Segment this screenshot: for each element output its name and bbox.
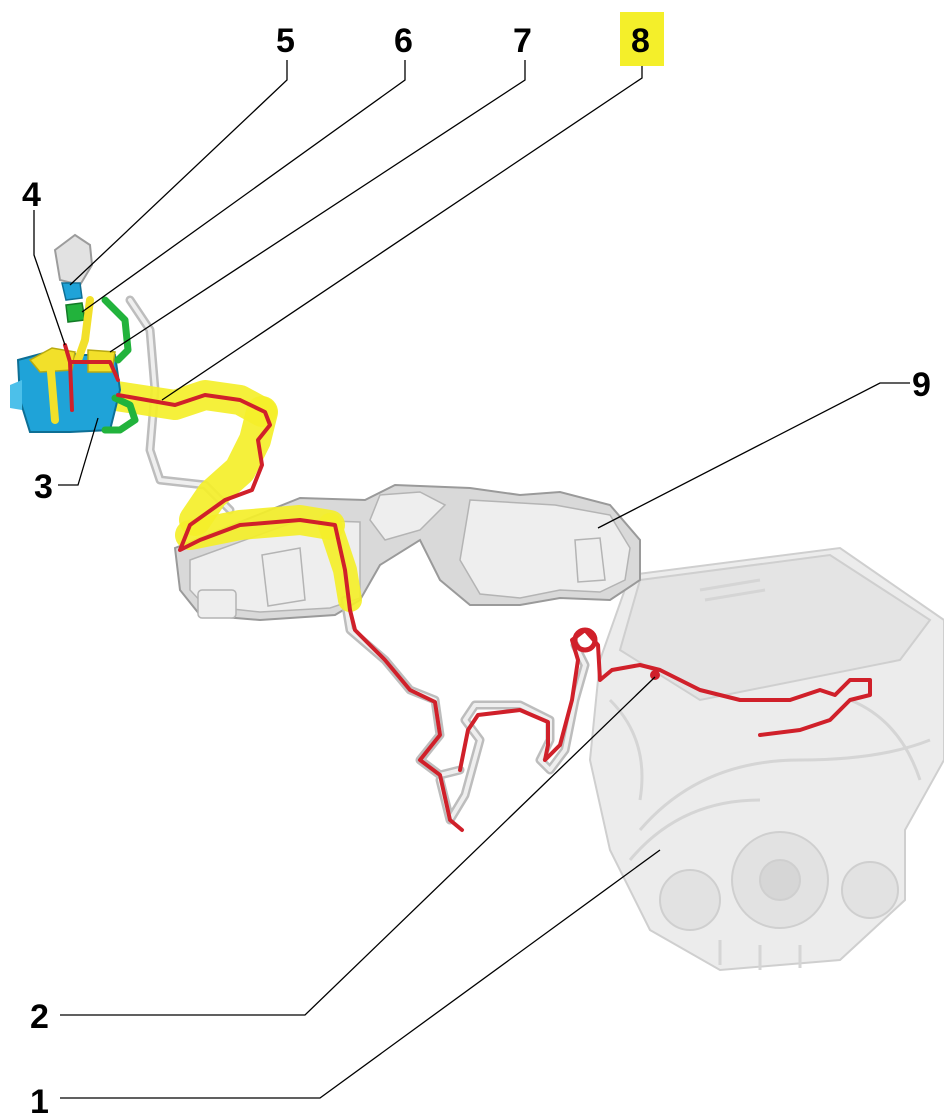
callout-7: 7 (513, 22, 532, 60)
callout-3: 3 (34, 468, 53, 506)
leader-9 (598, 383, 910, 528)
callout-4: 4 (22, 176, 41, 214)
leader-5 (70, 60, 287, 285)
engine (590, 548, 944, 970)
leader-8 (162, 60, 642, 400)
callout-2: 2 (30, 998, 49, 1036)
callout-1: 1 (30, 1083, 49, 1116)
callout-9: 9 (912, 366, 931, 404)
fuel-tank (175, 485, 640, 620)
leader-1 (60, 850, 660, 1098)
leader-6 (82, 60, 405, 312)
filler-neck (55, 235, 128, 360)
callout-6: 6 (394, 22, 413, 60)
callout-8: 8 (631, 22, 650, 60)
leader-7 (110, 60, 525, 352)
callout-5: 5 (276, 22, 295, 60)
